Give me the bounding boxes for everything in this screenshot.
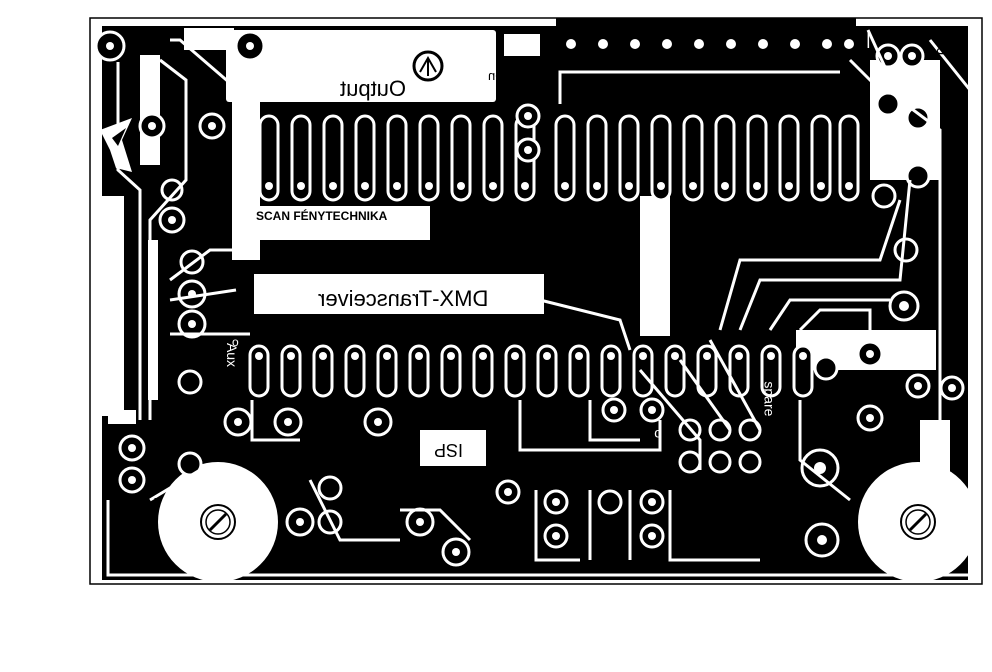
label-bar-left-top: | (130, 66, 135, 86)
ic-lower-pad-row (248, 344, 814, 398)
top-header-connector (556, 18, 856, 66)
label-product: DMX-Transceiver (318, 286, 488, 311)
logo-emblem (100, 118, 132, 172)
label-isp: ISP (434, 440, 463, 460)
output-led (412, 50, 444, 82)
label-plus-right: + (942, 397, 954, 419)
label-bar-top: | (866, 28, 871, 48)
label-aux-o: o (232, 335, 239, 349)
white-traces (106, 29, 972, 580)
label-plus-left: + (156, 164, 164, 179)
label-minus-left: – (145, 498, 167, 510)
round-pads (94, 30, 965, 567)
label-plus-bottom: + (842, 552, 850, 567)
label-green: green (488, 68, 521, 83)
label-company: SCAN FÉNYTECHNIKA (256, 208, 388, 223)
label-red: red (934, 35, 950, 55)
label-aux: Aux (224, 343, 240, 367)
label-output: Output (340, 76, 406, 101)
mounting-hole-right (858, 462, 978, 582)
label-spare: spare (762, 381, 778, 416)
mounting-hole-left (158, 462, 278, 582)
label-bar-green: | (540, 74, 545, 94)
label-o-marker: o (654, 427, 662, 443)
